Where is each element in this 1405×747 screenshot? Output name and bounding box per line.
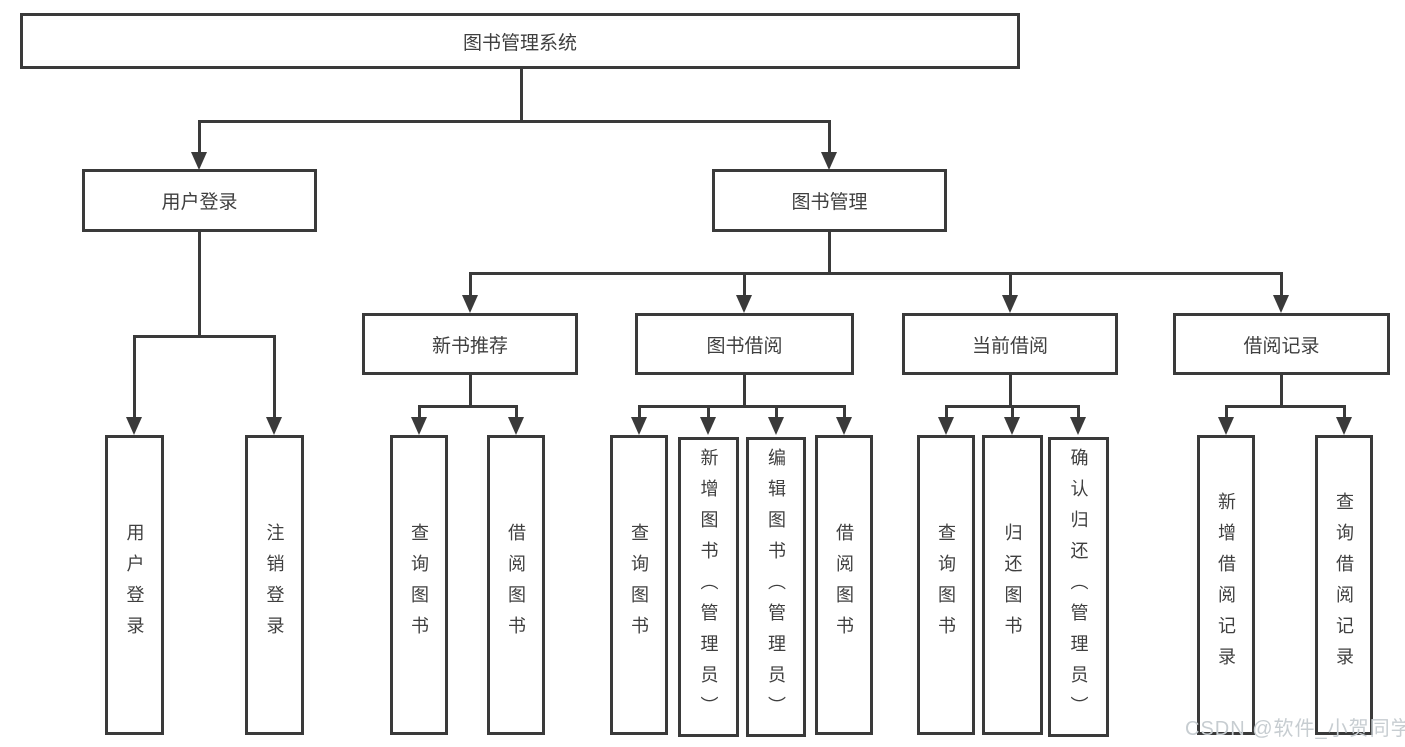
leaf-borrow-book-label: 借阅图书 [834, 523, 854, 647]
arrow-down-icon [411, 417, 427, 435]
leaf-borrow-book-recommend: 借阅图书 [487, 435, 545, 735]
arrow-down-icon [1336, 417, 1352, 435]
leaf-borrow-book-recommend-label: 借阅图书 [506, 523, 526, 647]
connector-line [469, 272, 472, 298]
connector-line [828, 232, 831, 275]
connector-line [707, 405, 710, 420]
leaf-query-book-current: 查询图书 [917, 435, 975, 735]
node-current-borrow-label: 当前借阅 [971, 335, 1048, 357]
connector-line [828, 120, 831, 155]
connector-line [418, 405, 421, 420]
connector-line [1343, 405, 1346, 420]
leaf-logout-label: 注销登录 [264, 523, 285, 647]
node-book-borrow: 图书借阅 [635, 313, 854, 375]
csdn-watermark: CSDN @软件_小贺同学 [1185, 718, 1405, 740]
node-book-borrow-label: 图书借阅 [706, 335, 783, 357]
arrow-down-icon [768, 417, 784, 435]
connector-line [775, 405, 778, 420]
leaf-user-login: 用户登录 [105, 435, 164, 735]
node-new-book-recommend: 新书推荐 [362, 313, 578, 375]
arrow-down-icon [700, 417, 716, 435]
connector-line [198, 120, 201, 155]
connector-line [198, 232, 201, 338]
connector-line [133, 335, 136, 420]
connector-line [743, 375, 746, 408]
connector-line [273, 335, 276, 420]
arrow-down-icon [1004, 417, 1020, 435]
connector-line [743, 272, 746, 298]
node-book-management-label: 图书管理 [791, 192, 868, 213]
node-user-login: 用户登录 [82, 169, 317, 232]
arrow-down-icon [736, 295, 752, 313]
connector-line [638, 405, 846, 408]
leaf-return-book: 归还图书 [982, 435, 1043, 735]
leaf-confirm-return-admin: 确认归还（管理员） [1048, 437, 1109, 737]
connector-line [945, 405, 948, 420]
connector-line [1280, 272, 1283, 298]
connector-line [1225, 405, 1346, 408]
arrow-down-icon [938, 417, 954, 435]
connector-line [515, 405, 518, 420]
node-borrow-records-label: 借阅记录 [1243, 335, 1320, 357]
arrow-down-icon [126, 417, 142, 435]
connector-line [1077, 405, 1080, 420]
arrow-down-icon [508, 417, 524, 435]
arrow-down-icon [631, 417, 647, 435]
arrow-down-icon [1273, 295, 1289, 313]
leaf-add-book-admin-label: 新增图书（管理员） [698, 447, 719, 727]
arrow-down-icon [462, 295, 478, 313]
node-current-borrow: 当前借阅 [902, 313, 1118, 375]
node-user-login-label: 用户登录 [161, 192, 238, 213]
leaf-query-book-borrow-label: 查询图书 [629, 523, 649, 647]
leaf-query-borrow-record-label: 查询借阅记录 [1334, 492, 1354, 678]
arrow-down-icon [1002, 295, 1018, 313]
arrow-down-icon [266, 417, 282, 435]
node-new-book-recommend-label: 新书推荐 [431, 335, 508, 357]
leaf-query-book-borrow: 查询图书 [610, 435, 668, 735]
node-library-system: 图书管理系统 [20, 13, 1020, 69]
connector-line [469, 272, 1283, 275]
node-library-system-label: 图书管理系统 [462, 32, 577, 54]
arrow-down-icon [821, 152, 837, 170]
connector-line [1011, 405, 1014, 420]
connector-line [520, 68, 523, 123]
leaf-logout: 注销登录 [245, 435, 304, 735]
leaf-edit-book-admin-label: 编辑图书（管理员） [766, 447, 786, 727]
leaf-add-borrow-record-label: 新增借阅记录 [1216, 492, 1236, 678]
connector-line [638, 405, 641, 420]
connector-line [1225, 405, 1228, 420]
leaf-query-book-recommend-label: 查询图书 [409, 523, 429, 647]
leaf-query-book-recommend: 查询图书 [390, 435, 448, 735]
leaf-add-book-admin: 新增图书（管理员） [678, 437, 739, 737]
leaf-return-book-label: 归还图书 [1002, 523, 1023, 647]
leaf-query-book-current-label: 查询图书 [936, 523, 956, 647]
connector-line [843, 405, 846, 420]
leaf-user-login-label: 用户登录 [124, 523, 145, 647]
connector-line [1009, 272, 1012, 298]
connector-line [1280, 375, 1283, 408]
arrow-down-icon [191, 152, 207, 170]
arrow-down-icon [1218, 417, 1234, 435]
leaf-borrow-book: 借阅图书 [815, 435, 873, 735]
connector-line [469, 375, 472, 408]
connector-line [1009, 375, 1012, 408]
leaf-add-borrow-record: 新增借阅记录 [1197, 435, 1255, 735]
node-borrow-records: 借阅记录 [1173, 313, 1390, 375]
leaf-query-borrow-record: 查询借阅记录 [1315, 435, 1373, 735]
connector-line [198, 120, 831, 123]
arrow-down-icon [1070, 417, 1086, 435]
connector-line [133, 335, 275, 338]
connector-line [418, 405, 518, 408]
node-book-management: 图书管理 [712, 169, 947, 232]
leaf-edit-book-admin: 编辑图书（管理员） [746, 437, 806, 737]
arrow-down-icon [836, 417, 852, 435]
leaf-confirm-return-admin-label: 确认归还（管理员） [1068, 447, 1089, 727]
